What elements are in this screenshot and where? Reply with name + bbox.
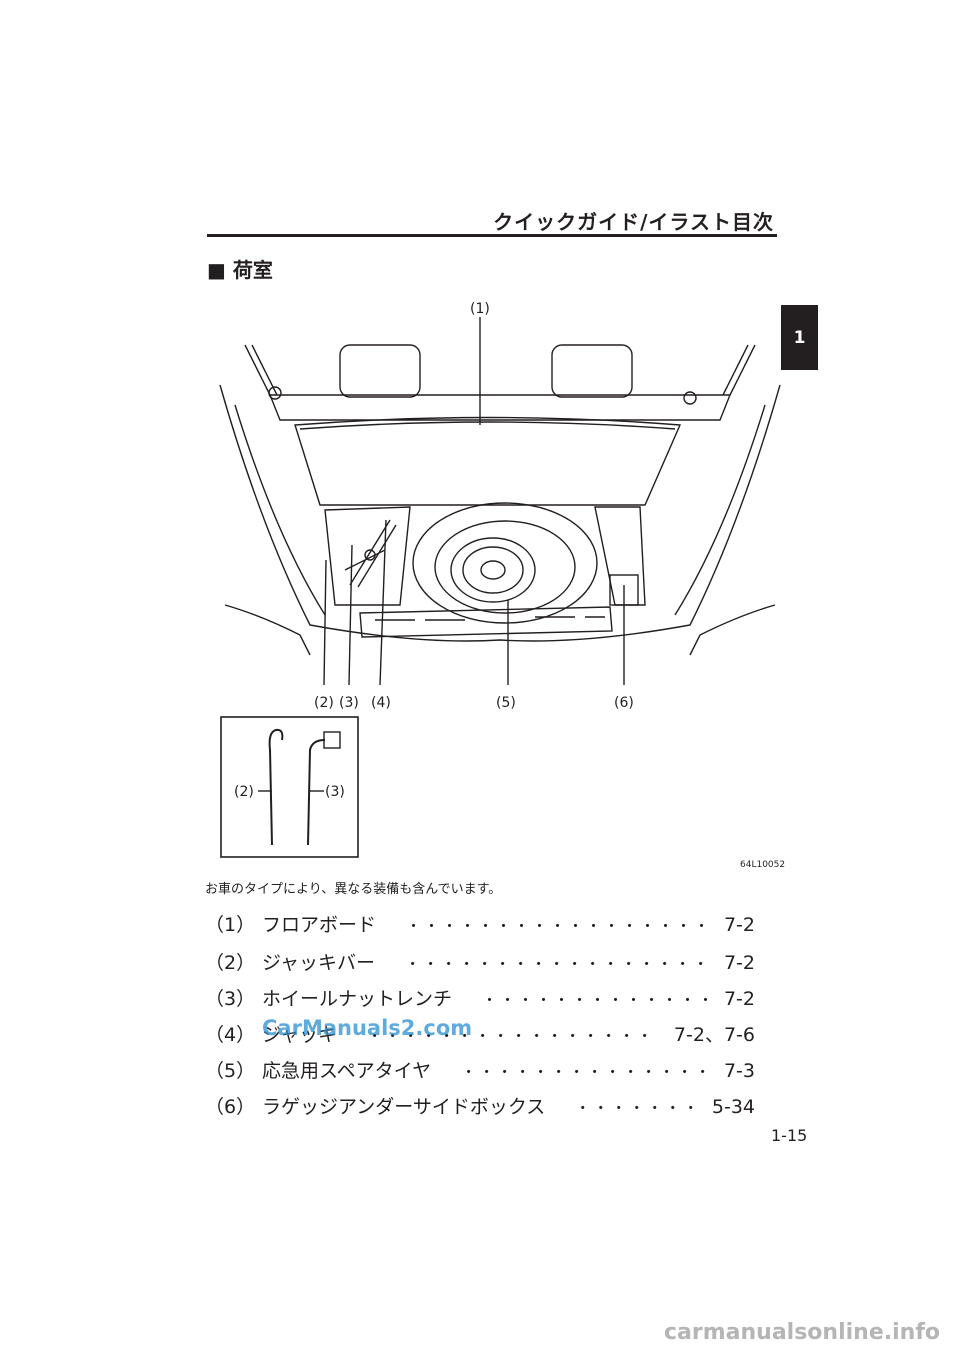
list-item[interactable]: （5） 応急用スペアタイヤ ・・・・・・・・・・・・・・・・・・・・・・・・・・… <box>205 1056 755 1086</box>
item-label: ラゲッジアンダーサイドボックス <box>262 1096 546 1118</box>
list-item[interactable]: （6） ラゲッジアンダーサイドボックス ・・・・・・・・・・・・・・・・・・・・… <box>205 1092 755 1122</box>
list-item[interactable]: （1） フロアボード ・・・・・・・・・・・・・・・・・・・・・・・・・・・・・… <box>205 910 755 940</box>
header-rule <box>207 234 777 237</box>
inset-callout-3: (3) <box>325 784 345 800</box>
page-number: 1-15 <box>771 1126 808 1145</box>
item-number: （4） <box>205 1024 256 1046</box>
leader-dots: ・・・・・・・・・・・・・・・・・・・・・・・・・・・・・・・・・・・・・・ <box>406 917 710 935</box>
item-number: （5） <box>205 1060 256 1082</box>
item-page: 7-2 <box>723 988 755 1010</box>
item-page: 7-2 <box>723 952 755 974</box>
item-number: （3） <box>205 988 256 1010</box>
item-label: ジャッキバー <box>262 952 376 974</box>
item-page: 7-2 <box>723 914 755 936</box>
item-number: （1） <box>205 914 256 936</box>
list-item[interactable]: （2） ジャッキバー ・・・・・・・・・・・・・・・・・・・・・・・・・・・・・… <box>205 948 755 978</box>
item-label: ジャッキ <box>262 1024 338 1046</box>
item-page: 7-3 <box>723 1060 755 1082</box>
item-number: （6） <box>205 1096 256 1118</box>
callout-4: (4) <box>371 695 391 711</box>
item-page: 5-34 <box>711 1096 755 1118</box>
section-title: ■ 荷室 <box>207 258 273 282</box>
callout-5: (5) <box>496 695 516 711</box>
list-item[interactable]: （3） ホイールナットレンチ ・・・・・・・・・・・・・・・・・・・・・・・・・… <box>205 984 755 1014</box>
leader-dots: ・・・・・・・・・・・・・・・・・・・・・・・・・・・・・・・・・・・・・・ <box>482 991 710 1009</box>
leader-dots: ・・・・・・・・・・・・・・・・・・・・・・・・・・・・・・・・・・・・・・ <box>367 1027 660 1045</box>
item-label: フロアボード <box>262 914 377 936</box>
item-label: ホイールナットレンチ <box>262 988 453 1010</box>
list-item[interactable]: （4） ジャッキ ・・・・・・・・・・・・・・・・・・・・・・・・・・・・・・・… <box>205 1020 755 1050</box>
callout-1: (1) <box>470 301 490 317</box>
equipment-note: お車のタイプにより、異なる装備も含んでいます。 <box>205 882 502 897</box>
figure-code: 64L10052 <box>740 860 785 870</box>
callout-6: (6) <box>614 695 634 711</box>
footer-watermark: carmanualsonline.info <box>664 1320 940 1345</box>
leader-dots: ・・・・・・・・・・・・・・・・・・・・・・・・・・・・・・・・・・・・・・ <box>575 1099 698 1117</box>
callout-2: (2) <box>314 695 334 711</box>
header-title: クイックガイド/イラスト目次 <box>493 210 774 234</box>
watermark-link[interactable]: CarManuals2.com <box>262 1016 473 1040</box>
callout-3: (3) <box>339 695 359 711</box>
item-label: 応急用スペアタイヤ <box>262 1060 432 1082</box>
luggage-room-illustration: (1) (2) (3) (4) (5) (6) (2) (3) 64L10052 <box>219 301 785 870</box>
leader-dots: ・・・・・・・・・・・・・・・・・・・・・・・・・・・・・・・・・・・・・・ <box>405 955 710 973</box>
leader-dots: ・・・・・・・・・・・・・・・・・・・・・・・・・・・・・・・・・・・・・・ <box>461 1063 710 1081</box>
item-number: （2） <box>205 952 256 974</box>
chapter-tab[interactable]: 1 <box>781 305 818 370</box>
item-page: 7-2、7-6 <box>673 1024 755 1046</box>
inset-callout-2: (2) <box>234 784 254 800</box>
